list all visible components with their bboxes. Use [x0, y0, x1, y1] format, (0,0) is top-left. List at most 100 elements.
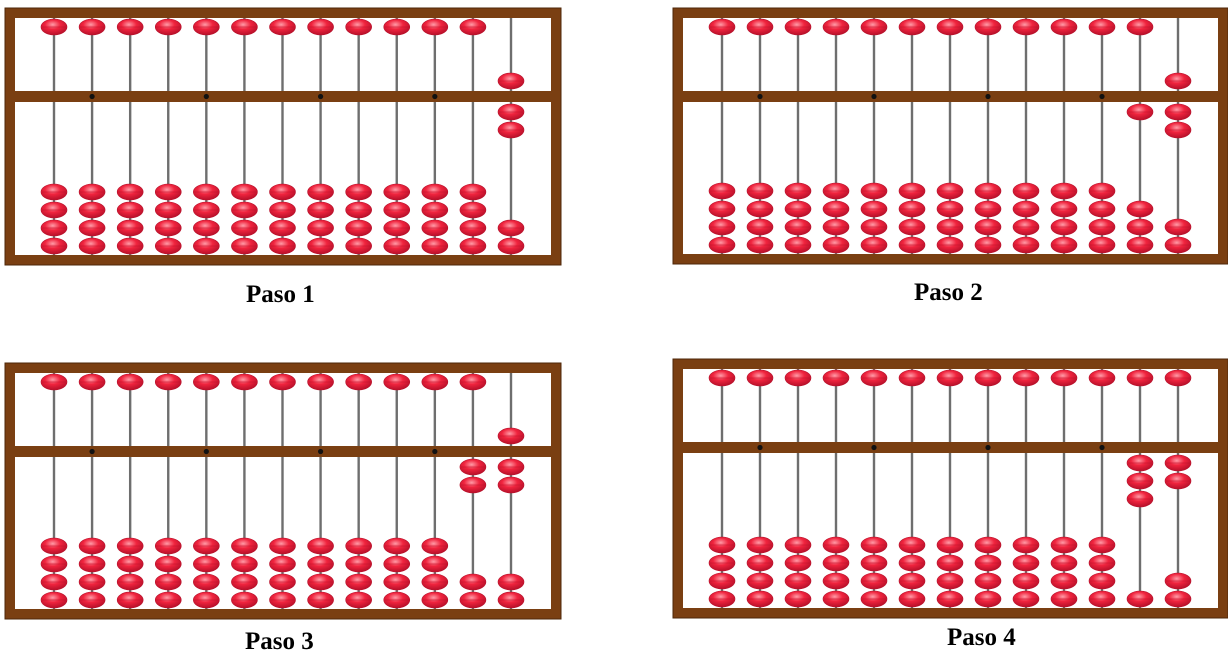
abacus-beam [683, 442, 1218, 453]
bead [459, 183, 487, 201]
bead [1088, 200, 1116, 218]
bead [784, 182, 812, 200]
bead [193, 219, 220, 237]
bead [497, 121, 525, 139]
bead [1012, 218, 1040, 236]
bead [708, 236, 736, 254]
bead [1050, 369, 1078, 387]
bead [154, 573, 182, 591]
bead [78, 201, 106, 219]
bead [708, 18, 736, 36]
bead [78, 237, 106, 255]
bead [459, 573, 487, 591]
bead [822, 369, 850, 387]
bead [936, 218, 964, 236]
bead [269, 573, 296, 591]
bead [116, 591, 144, 609]
bead [936, 18, 964, 36]
bead [746, 182, 774, 200]
unit-dot [1099, 93, 1105, 100]
bead [459, 476, 487, 494]
bead [154, 237, 182, 255]
abacus-panel-step-3 [4, 362, 562, 620]
bead [78, 219, 106, 237]
bead [78, 555, 106, 573]
bead [193, 555, 220, 573]
bead [231, 201, 258, 219]
bead [193, 201, 220, 219]
bead [421, 237, 449, 255]
bead [383, 219, 411, 237]
bead [784, 369, 812, 387]
bead [822, 200, 850, 218]
bead [1126, 218, 1154, 236]
bead [974, 18, 1002, 36]
bead [1012, 236, 1040, 254]
bead [1164, 218, 1192, 236]
bead [116, 537, 144, 555]
bead [307, 18, 334, 36]
unit-dot [432, 448, 438, 455]
bead [421, 219, 449, 237]
bead [1012, 590, 1040, 608]
bead [898, 369, 926, 387]
bead [1088, 18, 1116, 36]
bead [860, 572, 888, 590]
bead [459, 458, 487, 476]
bead [193, 537, 220, 555]
bead [898, 18, 926, 36]
unit-dot [89, 93, 95, 100]
bead [231, 183, 258, 201]
bead [708, 572, 736, 590]
bead [154, 537, 182, 555]
bead [116, 18, 144, 36]
caption-step-1: Paso 1 [246, 281, 315, 308]
bead [936, 536, 964, 554]
unit-dot [1099, 444, 1105, 451]
unit-dot [432, 93, 438, 100]
bead [383, 201, 411, 219]
bead [936, 554, 964, 572]
bead [383, 537, 411, 555]
bead [116, 555, 144, 573]
bead [421, 573, 449, 591]
bead [345, 555, 372, 573]
bead [1012, 572, 1040, 590]
unit-dot [985, 444, 991, 451]
bead [193, 18, 220, 36]
bead [1164, 103, 1192, 121]
abacus-panel-step-4 [672, 358, 1228, 619]
bead [40, 237, 68, 255]
unit-dot [985, 93, 991, 100]
bead [231, 573, 258, 591]
bead [1050, 236, 1078, 254]
bead [116, 573, 144, 591]
caption-step-2: Paso 2 [914, 279, 983, 306]
bead [193, 183, 220, 201]
unit-dot [871, 444, 877, 451]
caption-step-3: Paso 3 [245, 628, 314, 655]
bead [1126, 369, 1154, 387]
bead [307, 591, 334, 609]
bead [231, 219, 258, 237]
bead [497, 476, 525, 494]
bead [860, 18, 888, 36]
bead [822, 182, 850, 200]
bead [1088, 572, 1116, 590]
bead [307, 237, 334, 255]
bead [1088, 182, 1116, 200]
bead [708, 200, 736, 218]
bead [708, 590, 736, 608]
bead [40, 573, 68, 591]
bead [40, 591, 68, 609]
bead [116, 237, 144, 255]
bead [1126, 454, 1154, 472]
bead [345, 591, 372, 609]
bead [898, 218, 926, 236]
bead [154, 373, 182, 391]
bead [269, 201, 296, 219]
unit-dot [757, 93, 763, 100]
bead [1050, 200, 1078, 218]
bead [1088, 590, 1116, 608]
bead [345, 183, 372, 201]
